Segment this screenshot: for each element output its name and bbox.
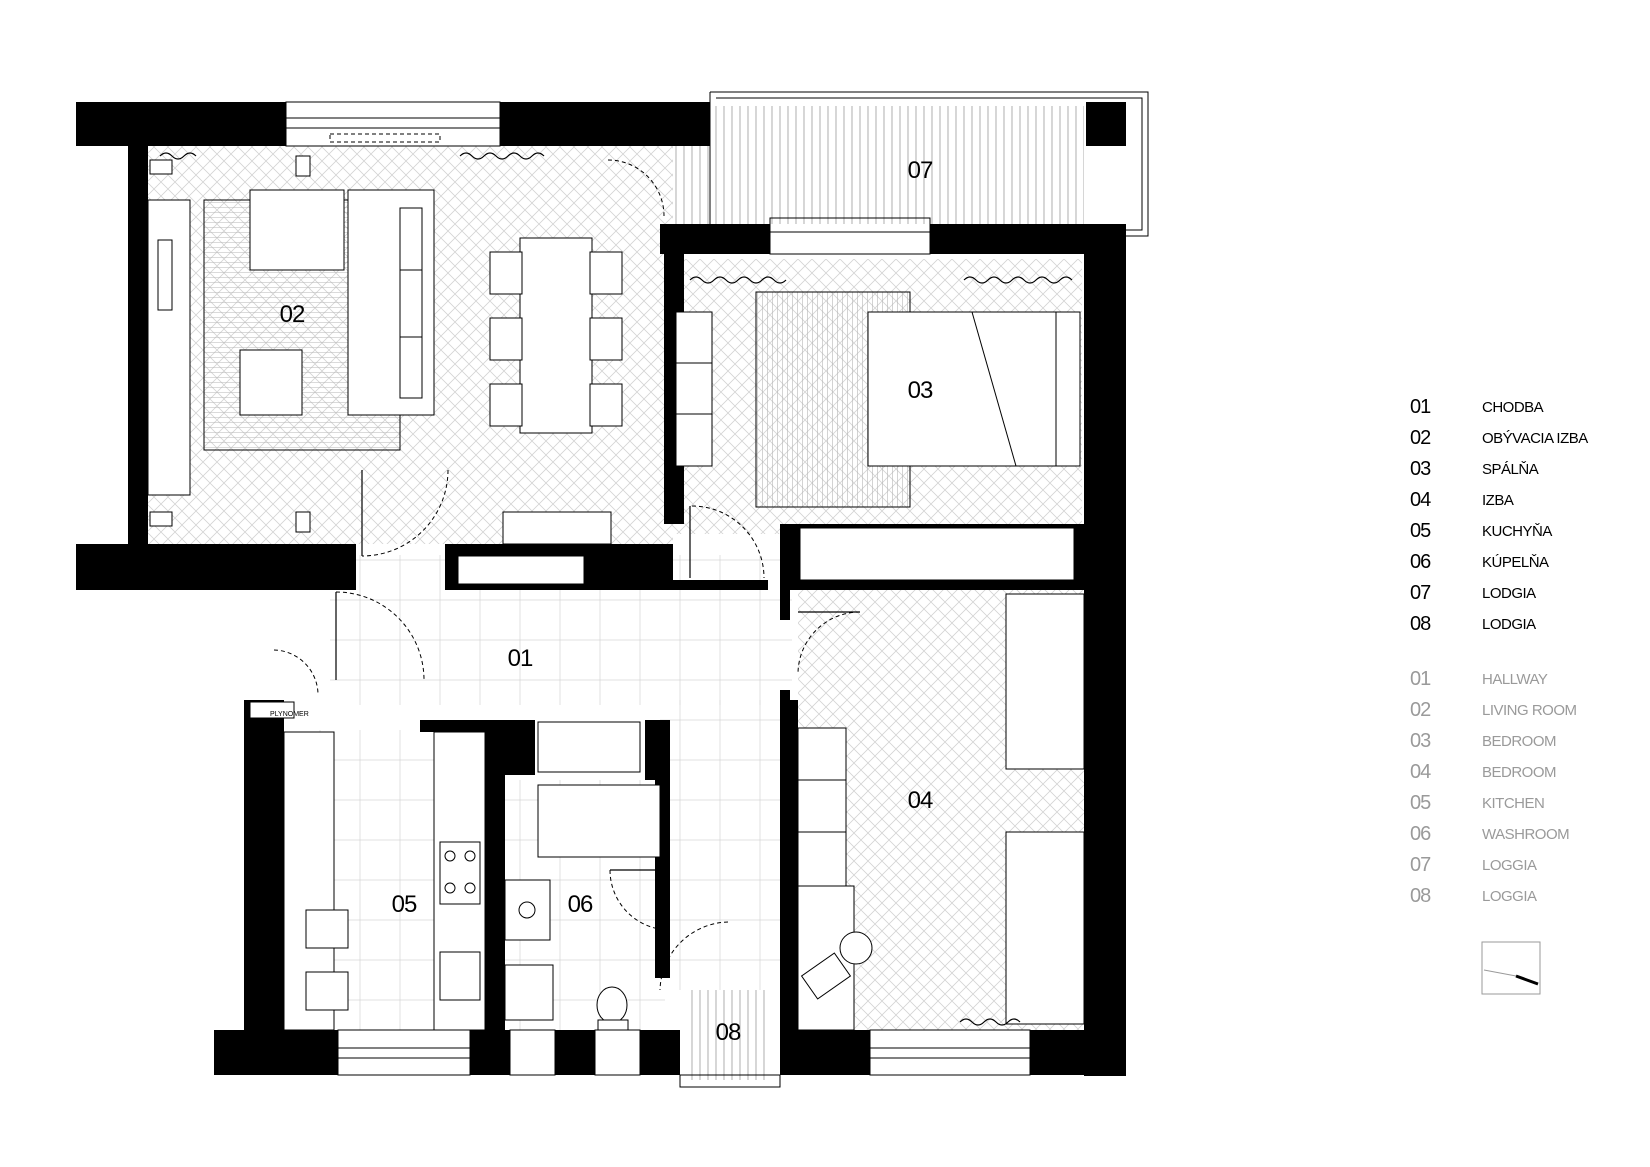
- legend-room-name: LODGIA: [1482, 585, 1536, 602]
- legend-row: 02 LIVING ROOM: [1410, 695, 1630, 726]
- legend-room-name: KUCHYŇA: [1482, 523, 1552, 540]
- legend-row: 03 SPÁLŇA: [1410, 454, 1630, 485]
- legend-number: 05: [1410, 792, 1431, 814]
- room-label-08: 08: [716, 1019, 741, 1046]
- legend-room-name: BEDROOM: [1482, 733, 1557, 750]
- legend-number: 08: [1410, 613, 1431, 635]
- legend-room-name: LOGGIA: [1482, 888, 1537, 905]
- door-leaves: [335, 470, 860, 871]
- legend-row: 07 LODGIA: [1410, 578, 1630, 609]
- legend-room-name: IZBA: [1482, 492, 1514, 509]
- legend-row: 05 KUCHYŇA: [1410, 516, 1630, 547]
- room-label-07: 07: [908, 157, 933, 184]
- legend-room-name: CHODBA: [1482, 399, 1544, 416]
- legend-number: 06: [1410, 823, 1431, 845]
- legend-row: 04 IZBA: [1410, 485, 1630, 516]
- gas-meter-label: PLYNOMER: [270, 711, 309, 718]
- curtains: [159, 152, 1073, 1026]
- legend-room-name: LIVING ROOM: [1482, 702, 1577, 719]
- legend-row: 06 WASHROOM: [1410, 819, 1630, 850]
- legend-number: 05: [1410, 520, 1431, 542]
- room-label-05: 05: [392, 891, 417, 918]
- legend-row: 05 KITCHEN: [1410, 788, 1630, 819]
- loggia-07-railing: [709, 91, 1149, 237]
- legend-number: 07: [1410, 582, 1431, 604]
- kitchen-furniture: [249, 701, 486, 1031]
- legend-room-name: KITCHEN: [1482, 795, 1545, 812]
- bathroom-furniture: [504, 721, 661, 1031]
- legend-slovak: 01 CHODBA 02 OBÝVACIA IZBA 03 SPÁLŇA 04 IZBA…: [1410, 392, 1630, 640]
- windows: [285, 101, 1031, 1088]
- legend-number: 06: [1410, 551, 1431, 573]
- legend-room-name: OBÝVACIA IZBA: [1482, 430, 1588, 447]
- legend-row: 08 LOGGIA: [1410, 881, 1630, 912]
- legend-row: 06 KÚPELŇA: [1410, 547, 1630, 578]
- doors: [273, 159, 861, 991]
- legend-room-name: KÚPELŇA: [1482, 554, 1549, 571]
- legend-room-name: HALLWAY: [1482, 671, 1548, 688]
- legend-room-name: SPÁLŇA: [1482, 461, 1539, 478]
- legend-row: 01 HALLWAY: [1410, 664, 1630, 695]
- bedroom-03-furniture: [675, 291, 1081, 581]
- living-room-furniture: [147, 155, 623, 585]
- room-label-06: 06: [568, 891, 593, 918]
- bedroom-04-furniture: [797, 593, 1085, 1031]
- legend-row: 04 BEDROOM: [1410, 757, 1630, 788]
- legend-number: 03: [1410, 730, 1431, 752]
- legend-number: 01: [1410, 396, 1431, 418]
- room-label-02: 02: [280, 301, 305, 328]
- room-label-04: 04: [908, 787, 933, 814]
- legend-room-name: BEDROOM: [1482, 764, 1557, 781]
- legend: 01 CHODBA 02 OBÝVACIA IZBA 03 SPÁLŇA 04 IZBA…: [1410, 392, 1630, 912]
- legend-row: 07 LOGGIA: [1410, 850, 1630, 881]
- legend-number: 01: [1410, 668, 1431, 690]
- legend-row: 02 OBÝVACIA IZBA: [1410, 423, 1630, 454]
- legend-room-name: WASHROOM: [1482, 826, 1570, 843]
- room-labels: 02 07 03 01 04 05 06 08 PLYNOMER: [270, 157, 934, 1046]
- legend-number: 04: [1410, 489, 1431, 511]
- room-label-03: 03: [908, 377, 933, 404]
- legend-number: 03: [1410, 458, 1431, 480]
- legend-room-name: LODGIA: [1482, 616, 1536, 633]
- north-arrow-icon: [1481, 941, 1541, 995]
- legend-row: 08 LODGIA: [1410, 609, 1630, 640]
- legend-number: 04: [1410, 761, 1431, 783]
- legend-room-name: LOGGIA: [1482, 857, 1537, 874]
- legend-number: 02: [1410, 427, 1431, 449]
- legend-row: 03 BEDROOM: [1410, 726, 1630, 757]
- legend-number: 08: [1410, 885, 1431, 907]
- room-label-01: 01: [508, 645, 533, 672]
- legend-number: 02: [1410, 699, 1431, 721]
- legend-row: 01 CHODBA: [1410, 392, 1630, 423]
- legend-number: 07: [1410, 854, 1431, 876]
